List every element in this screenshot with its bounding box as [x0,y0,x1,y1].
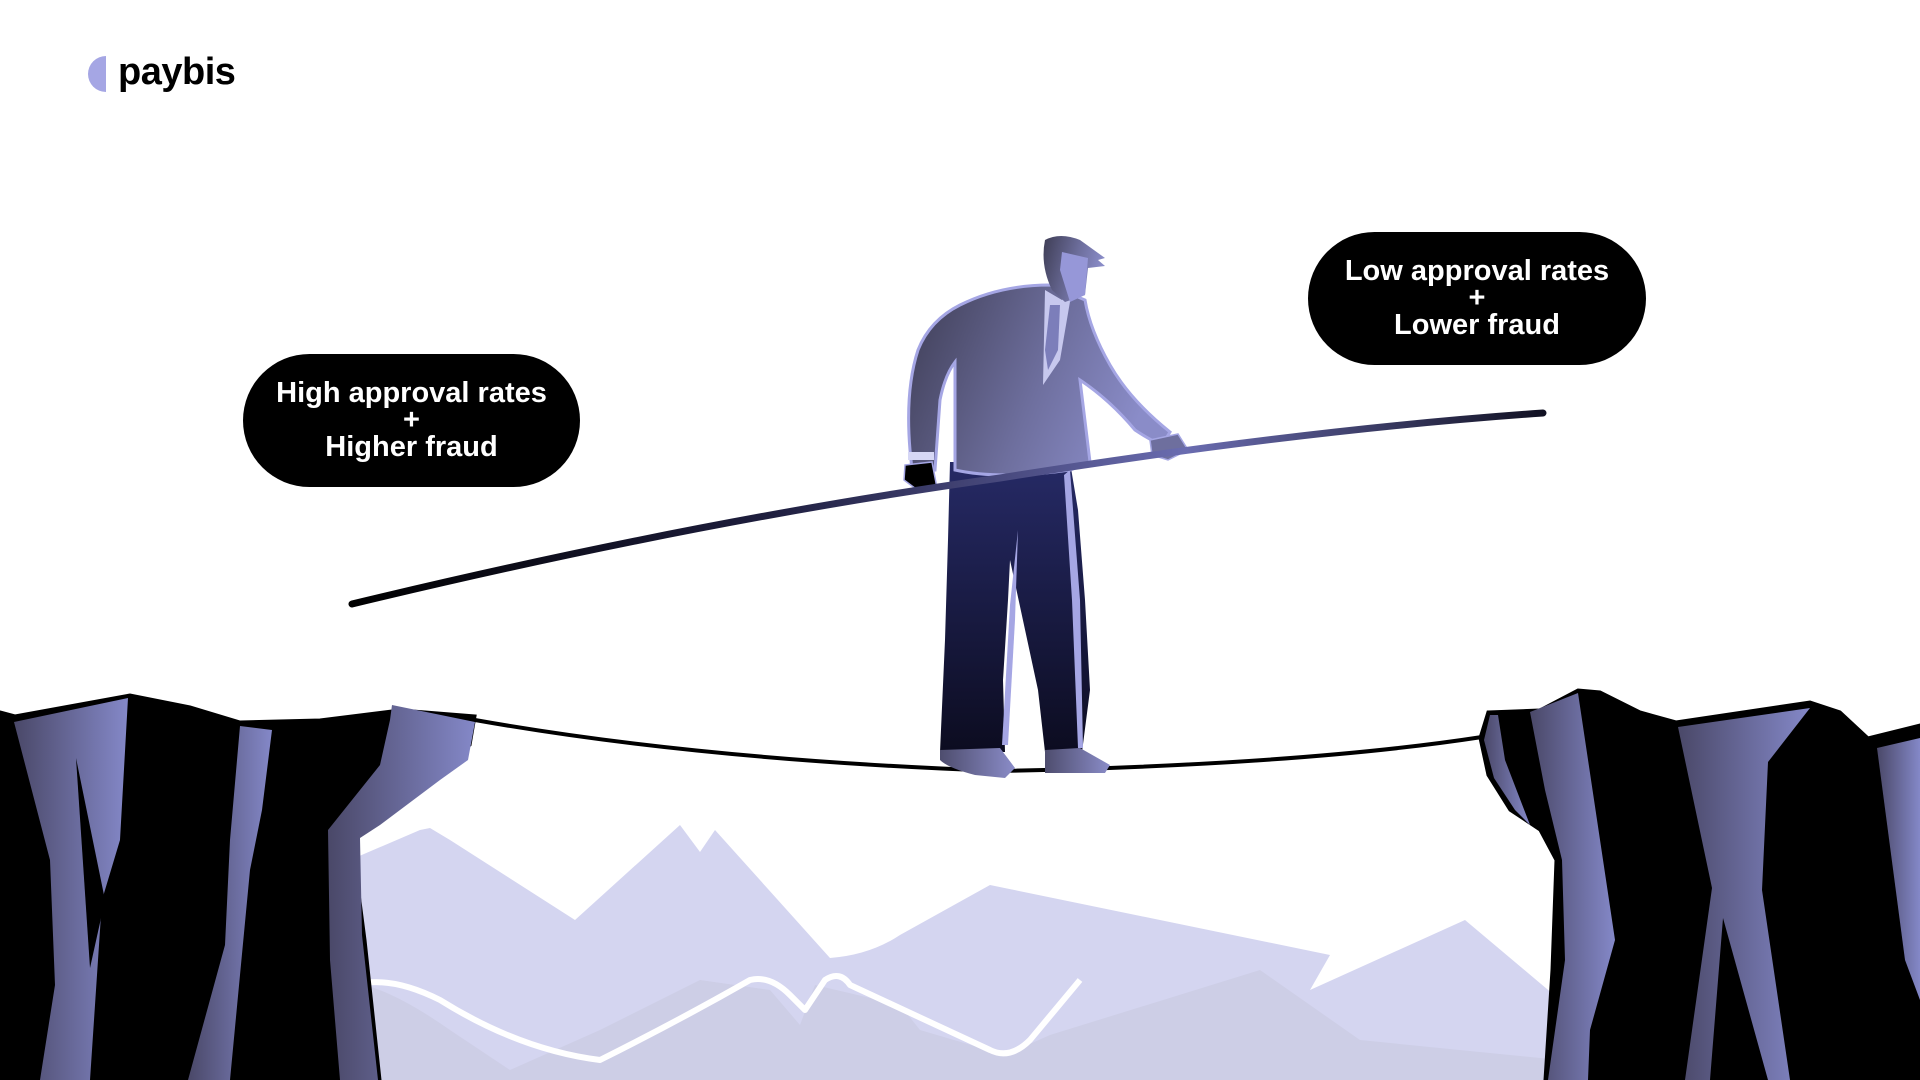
bubble-line-1: Low approval rates [1344,255,1610,287]
left-cliff [0,693,477,1080]
bubble-plus: + [1468,282,1486,314]
paybis-logo: paybis [88,51,236,93]
right-shoe-icon [1045,748,1110,773]
man-figure [903,236,1190,778]
balance-pole [348,409,1547,608]
bubble-line-1: High approval rates [276,377,547,409]
bubble-plus: + [403,404,420,436]
high-approval-bubble: High approval rates + Higher fraud [243,354,580,487]
bubble-line-2: Higher fraud [325,431,498,463]
right-cliff [1478,688,1920,1080]
bubble-line-2: Lower fraud [1394,309,1560,341]
low-approval-bubble: Low approval rates + Lower fraud [1308,232,1646,365]
logo-text: paybis [118,51,236,93]
left-shoe-icon [940,748,1015,778]
logo-half-moon-icon [88,56,106,92]
mountains [350,825,1560,1080]
